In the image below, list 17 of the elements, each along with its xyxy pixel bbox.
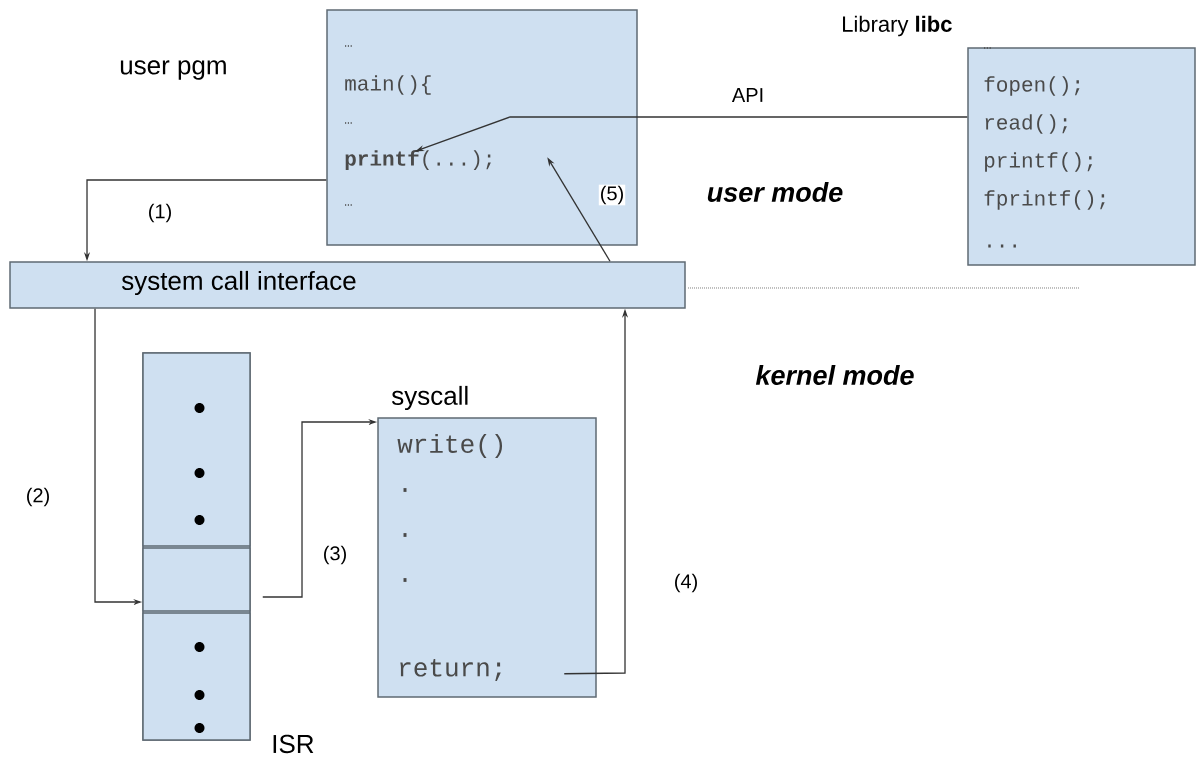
edge-label: (3) [324,545,346,565]
mode-label: user mode [707,182,843,202]
table-cell [142,547,251,612]
node-label: ISR [273,734,314,754]
code-box: syscall write() . . . return; [377,385,597,698]
edge-label: (1) [149,203,171,223]
edge-label: API [731,88,763,102]
edge-label: (5) [601,185,623,205]
node-label: user pgm [120,60,226,80]
edge-label: (2) [27,487,49,507]
table-cell [142,612,251,741]
edge-label: (4) [675,573,697,593]
code-box: Library libc … fopen(); read(); printf(); fprintf(); ... [843,15,1196,266]
interface-band: system call interface [9,261,686,309]
node-label: syscall [391,385,468,411]
node-label: Library libc [843,15,952,37]
mode-label: kernel mode [755,365,914,385]
